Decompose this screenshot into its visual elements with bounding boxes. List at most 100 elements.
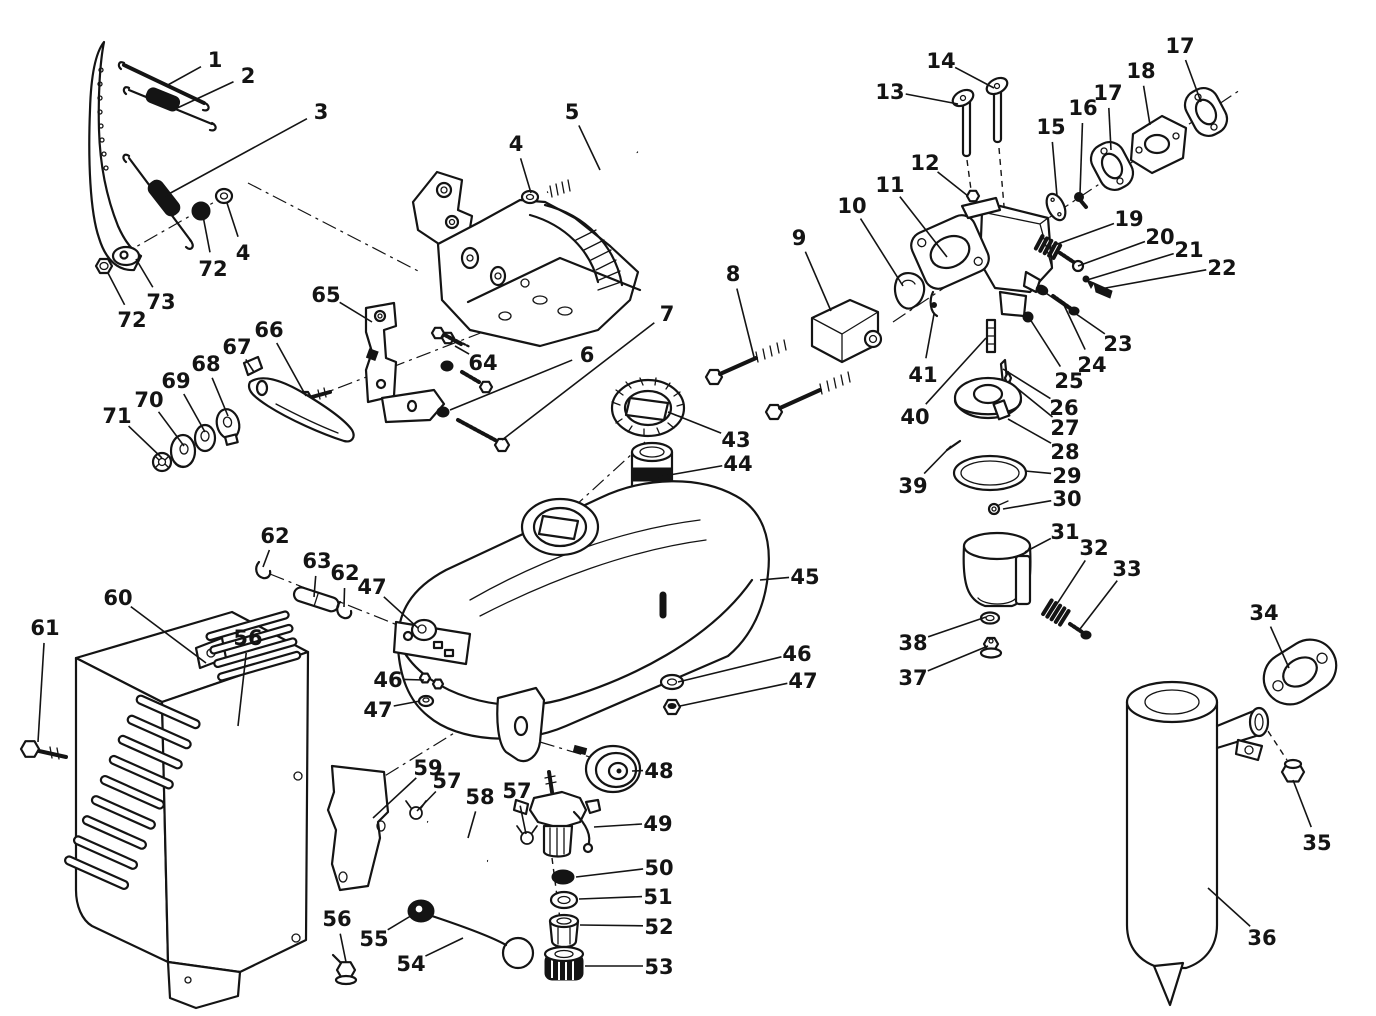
leader-line-62 [262, 549, 271, 568]
part-tank-cap-installed [520, 497, 600, 557]
part-bolt-61 [19, 740, 68, 760]
leader-line-17 [1108, 107, 1112, 151]
part-grommet-47 [410, 618, 438, 642]
part-label-14: 14 [926, 49, 955, 73]
part-label-37: 37 [898, 666, 927, 690]
part-label-30: 30 [1052, 487, 1081, 511]
leader-line-70 [157, 411, 185, 447]
part-breather-tube-5 [520, 148, 639, 205]
part-label-29: 29 [1052, 464, 1081, 488]
part-label-41: 41 [908, 363, 937, 387]
leader-line-47 [383, 596, 419, 629]
leader-line-47 [679, 682, 788, 707]
part-mount-bolts-8 [704, 339, 851, 421]
leader-line-47 [393, 700, 421, 707]
part-engine-block [411, 170, 642, 349]
leader-line-57 [416, 790, 437, 812]
part-cover-60 [64, 610, 310, 1010]
leader-line-7 [501, 322, 655, 441]
leader-line-32 [1052, 559, 1086, 611]
part-label-53: 53 [644, 955, 673, 979]
leader-line-10 [859, 218, 904, 287]
part-screws-64-6-7 [430, 326, 511, 453]
part-bowl-gasket-29 [952, 454, 1028, 492]
part-muffler-nut-35 [1280, 758, 1306, 783]
part-fuel-tank-45 [392, 480, 770, 763]
leader-line-8 [736, 288, 755, 358]
part-label-65: 65 [311, 283, 340, 307]
part-label-16: 16 [1068, 96, 1097, 120]
leader-line-61 [37, 642, 45, 743]
part-bowl-spring-32 [1041, 598, 1071, 627]
part-label-72: 72 [198, 257, 227, 281]
part-label-51: 51 [643, 885, 672, 909]
part-label-64: 64 [468, 351, 497, 375]
leader-line-71 [128, 425, 163, 459]
part-clip-30 [987, 500, 1009, 516]
part-label-47: 47 [363, 698, 392, 722]
leader-line-27 [1007, 380, 1054, 418]
part-bowl-screw-33 [1068, 622, 1092, 640]
part-label-56: 56 [233, 626, 262, 650]
part-label-31: 31 [1050, 520, 1079, 544]
part-label-17: 17 [1093, 81, 1122, 105]
part-knurled-nut-53 [543, 945, 585, 981]
part-label-44: 44 [723, 452, 752, 476]
part-nut-12 [965, 189, 981, 203]
part-clamp-57-right [516, 825, 538, 845]
part-label-28: 28 [1050, 440, 1079, 464]
part-label-60: 60 [103, 586, 132, 610]
leader-line-68 [211, 377, 229, 417]
part-washer-4-left [214, 187, 234, 205]
part-label-32: 32 [1079, 536, 1108, 560]
part-plate-59 [326, 764, 390, 892]
part-nut-72 [94, 257, 114, 275]
part-label-13: 13 [875, 80, 904, 104]
part-label-34: 34 [1249, 601, 1278, 625]
leader-line-56 [237, 652, 248, 727]
leader-line-35 [1292, 779, 1312, 828]
part-label-45: 45 [790, 565, 819, 589]
part-label-5: 5 [565, 100, 580, 124]
leader-line-6 [449, 359, 573, 411]
part-label-21: 21 [1174, 238, 1203, 262]
part-label-24: 24 [1077, 353, 1106, 377]
leader-line-60 [130, 605, 207, 664]
part-label-39: 39 [898, 474, 927, 498]
part-gasket-10 [893, 272, 926, 310]
leader-line-69 [183, 393, 206, 433]
leader-line-23 [1042, 290, 1106, 335]
leader-line-37 [927, 645, 989, 672]
leader-line-73 [135, 258, 154, 288]
part-springs-1-2-3 [117, 61, 217, 250]
part-label-48: 48 [644, 759, 673, 783]
leader-line-41 [925, 313, 935, 359]
part-label-49: 49 [643, 812, 672, 836]
part-label-12: 12 [910, 151, 939, 175]
part-label-23: 23 [1103, 332, 1132, 356]
part-label-56: 56 [322, 907, 351, 931]
part-label-46: 46 [373, 668, 402, 692]
part-label-73: 73 [146, 290, 175, 314]
part-label-62: 62 [330, 561, 359, 585]
part-label-33: 33 [1112, 557, 1141, 581]
leader-line-26 [1002, 368, 1051, 400]
part-float-28 [953, 376, 1023, 421]
leader-line-45 [759, 576, 790, 581]
part-pickup-pipe-54-55 [407, 899, 535, 970]
part-label-26: 26 [1049, 396, 1078, 420]
leader-line-43 [667, 411, 722, 434]
part-carburetor-body [910, 189, 1054, 388]
part-fuel-cap-43 [610, 377, 686, 438]
leader-line-58 [467, 811, 477, 839]
leader-line-44 [657, 464, 723, 478]
part-label-54: 54 [396, 952, 425, 976]
part-label-4: 4 [509, 132, 524, 156]
part-label-4: 4 [236, 241, 251, 265]
leader-line-34 [1269, 626, 1290, 669]
part-spacer-9 [810, 298, 883, 364]
part-label-66: 66 [254, 318, 283, 342]
part-label-63: 63 [302, 549, 331, 573]
leader-line-14 [954, 66, 995, 89]
